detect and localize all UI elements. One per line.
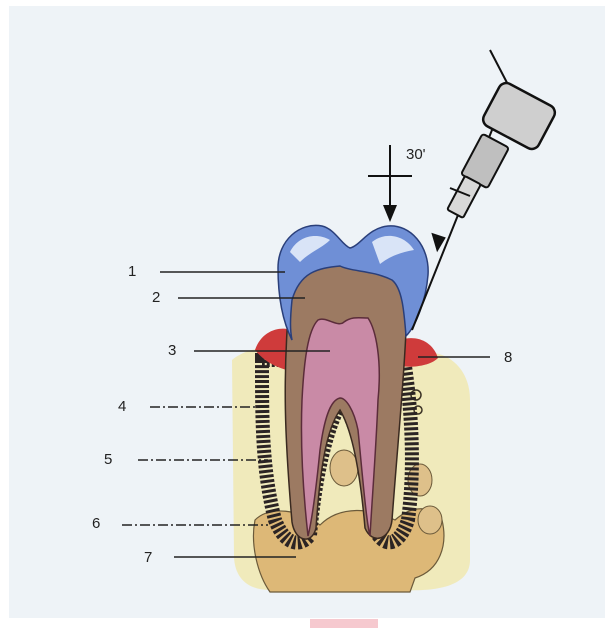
injector-device — [447, 50, 558, 218]
label-4: 4 — [118, 399, 126, 414]
angle-label: 30' — [406, 147, 426, 162]
label-3: 3 — [168, 343, 176, 358]
label-7: 7 — [144, 550, 152, 565]
label-1: 1 — [128, 264, 136, 279]
bone-spot — [418, 506, 442, 534]
label-5: 5 — [104, 452, 112, 467]
label-2: 2 — [152, 290, 160, 305]
label-8: 8 — [504, 350, 512, 365]
bone-spot — [330, 450, 358, 486]
label-6: 6 — [92, 516, 100, 531]
